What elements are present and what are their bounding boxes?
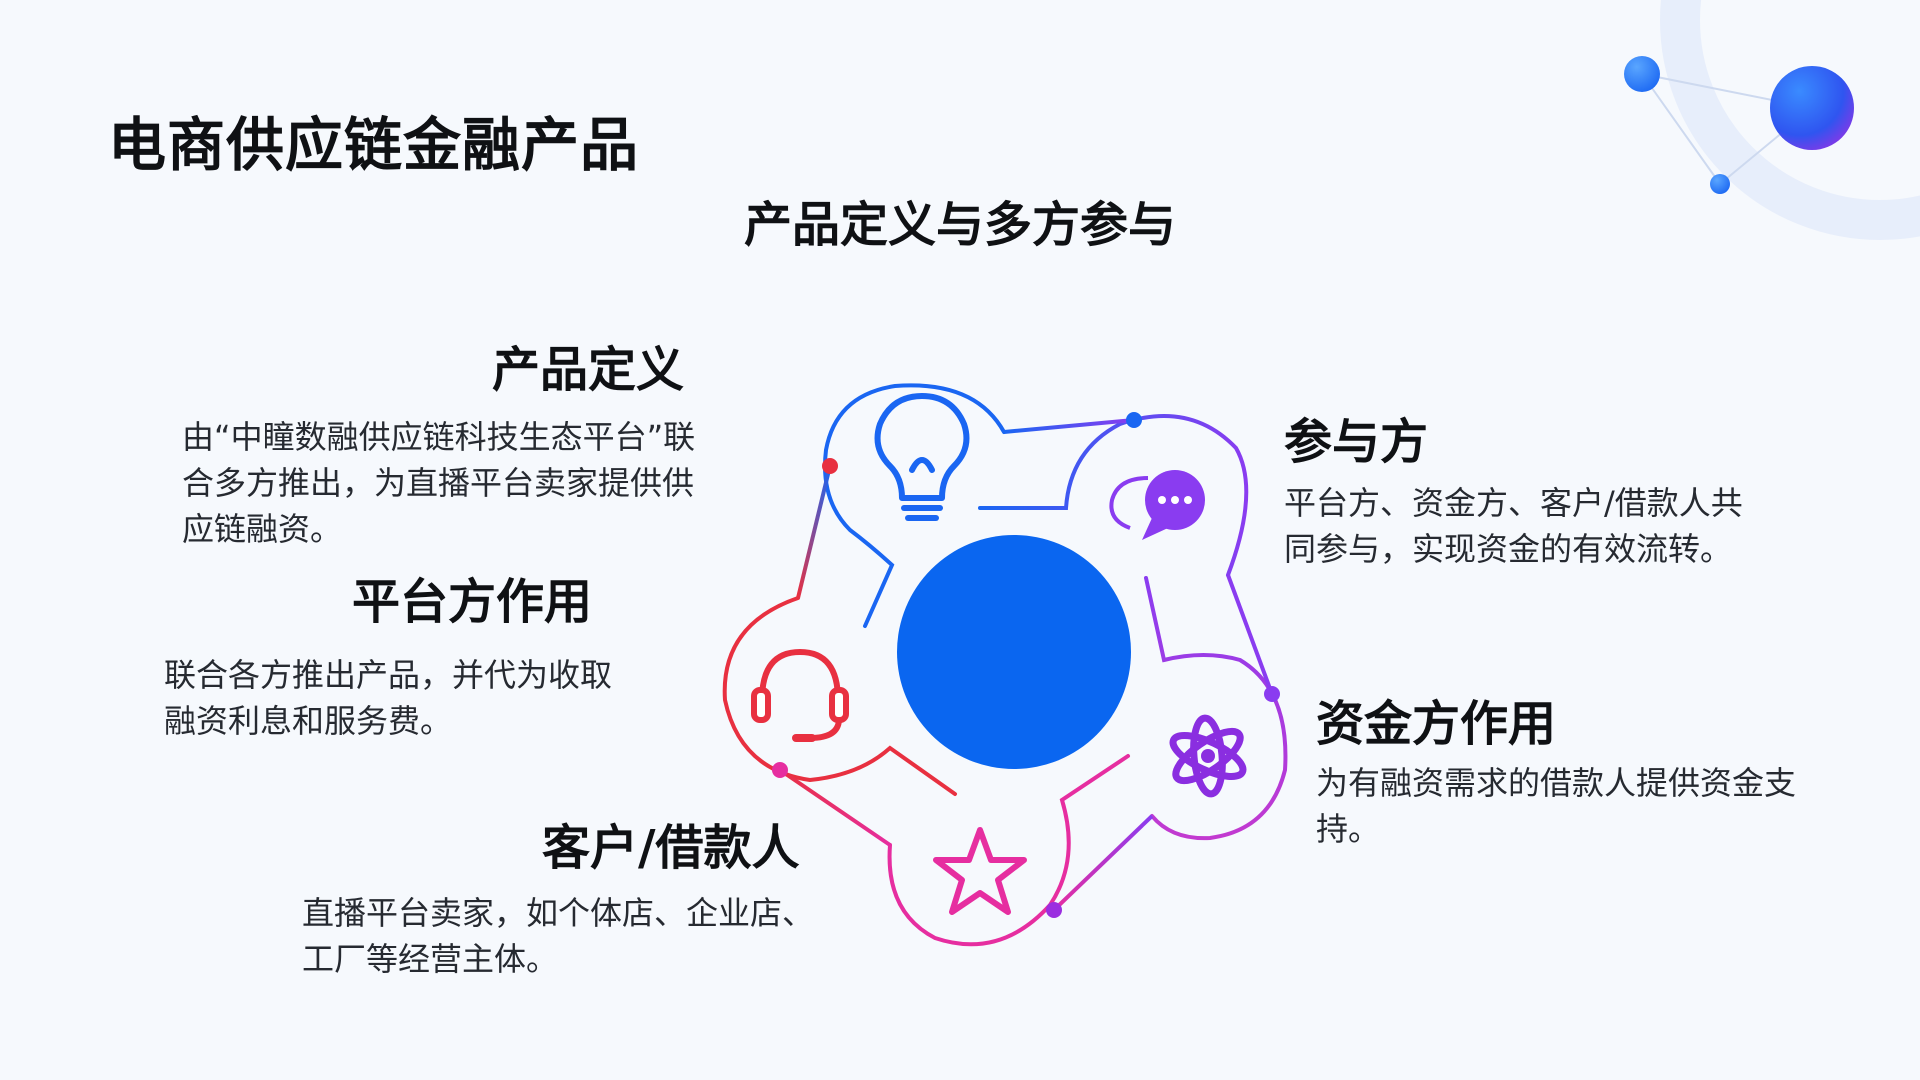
headset-icon [751,648,849,742]
participants-text: 平台方、资金方、客户/借款人共同参与，实现资金的有效流转。 [1284,484,1743,568]
page-title: 电商供应链金融产品 [108,111,640,179]
atom-icon [1169,714,1247,798]
chat-bubbles-icon [1109,470,1205,540]
definition-text: 由“中瞳数融供应链科技生态平台”联合多方推出，为直播平台卖家提供供应链融资。 [182,418,696,548]
platform-heading: 平台方作用 [352,574,593,630]
star-icon [933,827,1027,915]
definition-heading: 产品定义 [492,342,685,398]
funder-text: 为有融资需求的借款人提供资金支持。 [1316,764,1797,848]
lightbulb-icon [874,393,970,521]
petal-top [823,383,1006,628]
center-circle [897,535,1131,769]
funder-heading: 资金方作用 [1316,696,1557,752]
customer-text: 直播平台卖家，如个体店、企业店、工厂等经营主体。 [302,894,815,978]
platform-text: 联合各方推出产品，并代为收取融资利息和服务费。 [164,656,613,740]
petal-left [722,596,957,796]
participants-heading: 参与方 [1284,414,1429,470]
petal-top-right [978,414,1249,577]
customer-heading: 客户/借款人 [542,820,800,876]
petal-bottom [887,754,1130,947]
section-subtitle: 产品定义与多方参与 [744,197,1177,253]
petal-right [1144,576,1288,841]
